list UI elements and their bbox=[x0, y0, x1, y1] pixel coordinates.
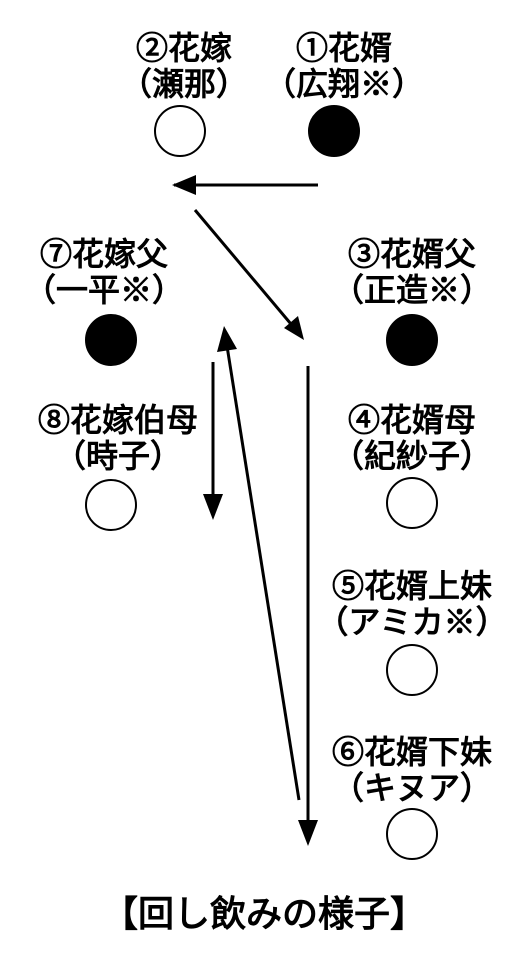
person-name: ⑤花婿上妹 bbox=[331, 567, 492, 605]
groom-father-seat-circle bbox=[386, 314, 438, 366]
person-sub: （瀬那） bbox=[119, 65, 249, 103]
label-bride: ②花嫁 （瀬那） bbox=[120, 30, 248, 102]
person-name: ①花婿 bbox=[295, 29, 393, 67]
groom-younger-sister-seat-circle bbox=[386, 808, 438, 860]
person-name: ②花嫁 bbox=[135, 29, 233, 67]
person-name: ④花婿母 bbox=[347, 401, 477, 439]
arrowhead-groom-to-bride bbox=[172, 175, 196, 195]
person-name: ⑥花婿下妹 bbox=[331, 733, 493, 771]
person-sub: （時子） bbox=[53, 437, 183, 475]
person-name: ⑧花嫁伯母 bbox=[37, 401, 199, 439]
person-sub: （広翔※） bbox=[263, 65, 425, 103]
label-groom-younger-sister: ⑥花婿下妹 （キヌア） bbox=[332, 734, 492, 806]
bride-seat-circle bbox=[154, 105, 206, 157]
label-groom-mother: ④花婿母 （紀紗子） bbox=[332, 402, 492, 474]
label-groom-father: ③花婿父 （正造※） bbox=[332, 236, 492, 308]
label-groom: ①花婿 （広翔※） bbox=[264, 30, 424, 102]
person-sub: （紀紗子） bbox=[331, 437, 493, 475]
person-sub: （キヌア） bbox=[331, 769, 493, 807]
arrowhead-bride-father-to-aunt bbox=[203, 494, 223, 520]
bride-father-seat-circle bbox=[85, 314, 137, 366]
groom-elder-sister-seat-circle bbox=[386, 644, 438, 696]
diagram-caption: 【回し飲みの様子】 bbox=[101, 893, 426, 935]
groom-mother-seat-circle bbox=[386, 477, 438, 529]
arrow-bride-to-groom-side bbox=[193, 209, 298, 331]
person-sub: （アミカ※） bbox=[316, 603, 508, 641]
person-name: ⑦花嫁父 bbox=[39, 235, 169, 273]
groom-seat-circle bbox=[308, 105, 360, 157]
arrowhead-up-to-bride-father bbox=[217, 326, 237, 352]
label-bride-aunt: ⑧花嫁伯母 （時子） bbox=[38, 402, 198, 474]
label-groom-elder-sister: ⑤花婿上妹 （アミカ※） bbox=[316, 568, 507, 640]
label-bride-father: ⑦花嫁父 （一平※） bbox=[24, 236, 184, 308]
person-sub: （一平※） bbox=[23, 271, 185, 309]
arrowhead-groom-family-down bbox=[298, 820, 318, 846]
arrow-up-to-bride-father bbox=[225, 345, 301, 801]
arrowhead-bride-to-groom-side bbox=[284, 316, 304, 340]
person-name: ③花婿父 bbox=[347, 235, 477, 273]
person-sub: （正造※） bbox=[331, 271, 493, 309]
bride-aunt-seat-circle bbox=[85, 479, 137, 531]
